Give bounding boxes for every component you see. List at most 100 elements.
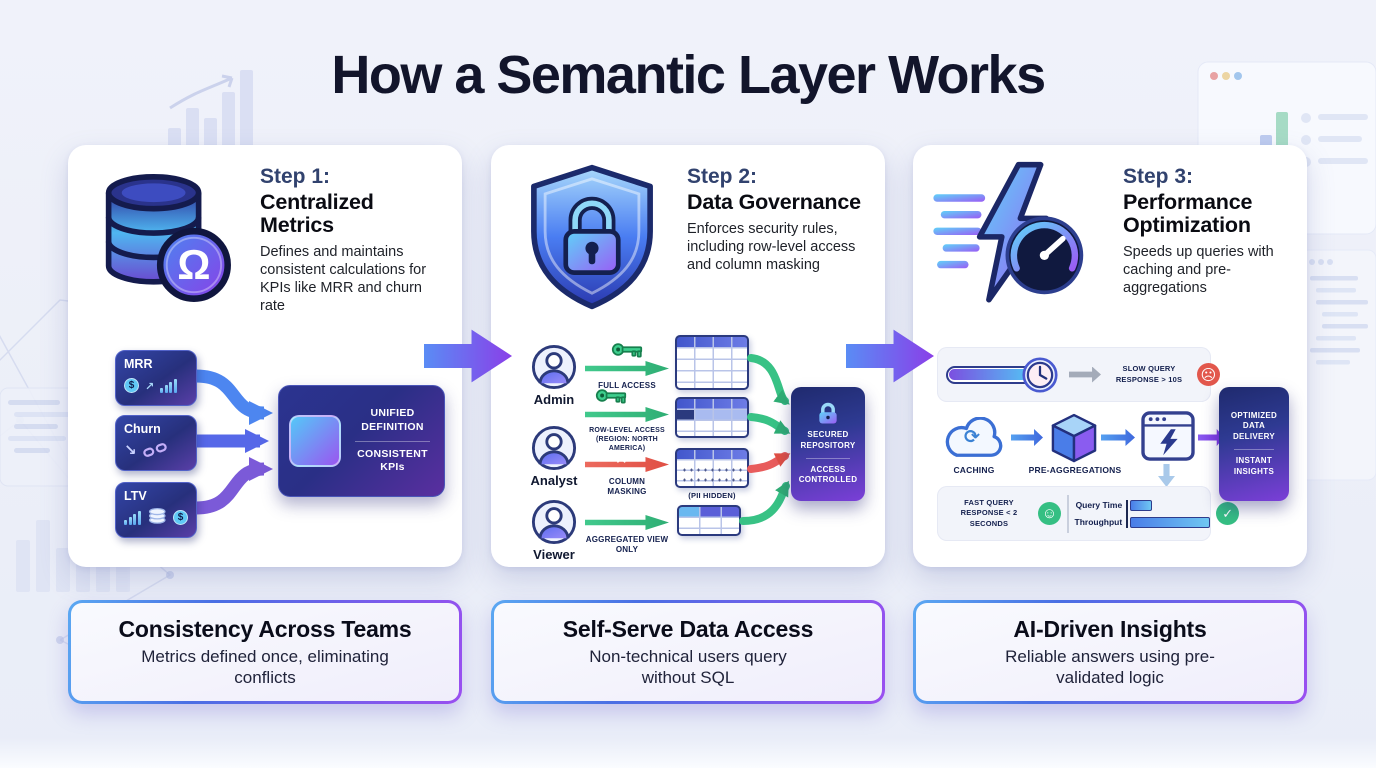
trend-down-icon: ↘ bbox=[124, 442, 137, 459]
optimized-title: OPTIMIZED DATA DELIVERY bbox=[1230, 410, 1278, 442]
broken-link-icon bbox=[142, 443, 167, 457]
benefit-card-ai-insights: AI-Driven Insights Reliable answers usin… bbox=[913, 600, 1307, 704]
blocked-cross-icon: ✕ bbox=[615, 451, 628, 468]
query-time-bar bbox=[1130, 499, 1153, 511]
dollar-coin-icon: $ bbox=[124, 378, 139, 393]
shield-lock-icon bbox=[517, 161, 667, 313]
check-icon: ✓ bbox=[1216, 502, 1240, 525]
gradient-square-icon bbox=[289, 415, 341, 467]
sad-face-icon: ☹ bbox=[1197, 363, 1220, 386]
benefit-card-consistency: Consistency Across Teams Metrics defined… bbox=[68, 600, 462, 704]
flow-arrow-icon bbox=[1011, 429, 1043, 446]
role-name-admin: Admin bbox=[533, 392, 575, 407]
benefit-title: Self-Serve Data Access bbox=[562, 616, 814, 643]
step-1-title: Centralized Metrics bbox=[260, 190, 374, 238]
padlock-icon bbox=[819, 402, 837, 424]
bar-chart-icon bbox=[124, 511, 141, 525]
caching-label: CACHING bbox=[953, 465, 995, 475]
benefit-title: Consistency Across Teams bbox=[118, 616, 412, 643]
slow-query-panel: SLOW QUERY RESPONSE > 10s ☹ bbox=[937, 347, 1220, 402]
divider bbox=[1067, 494, 1069, 533]
fast-query-panel: FAST QUERY RESPONSE < 2 SECONDS ☺ Query … bbox=[937, 486, 1240, 541]
aggregated-table-icon bbox=[677, 505, 741, 536]
step-1-label: Step 1: bbox=[260, 165, 331, 188]
access-key-icon bbox=[611, 341, 643, 358]
benefit-title: AI-Driven Insights bbox=[1013, 616, 1207, 643]
fast-query-label: FAST QUERY RESPONSE < 2 SECONDS bbox=[960, 498, 1018, 528]
role-name-analyst: Analyst bbox=[530, 473, 578, 488]
full-table-icon bbox=[675, 335, 749, 390]
row-filtered-table-icon bbox=[675, 397, 749, 438]
loading-progress-bar bbox=[946, 356, 1062, 393]
bar-chart-icon bbox=[160, 379, 177, 393]
benefit-card-self-serve: Self-Serve Data Access Non-technical use… bbox=[491, 600, 885, 704]
masked-table-icon bbox=[675, 448, 749, 488]
down-arrow-icon bbox=[1158, 464, 1175, 487]
repository-title: SECURED REPOSITORY bbox=[800, 429, 856, 450]
full-access-arrow bbox=[585, 361, 669, 376]
step-2-description: Enforces security rules, including row-l… bbox=[687, 221, 856, 274]
step-2-header: Step 2: Data Governance Enforces securit… bbox=[687, 165, 875, 275]
cloud-caching-icon: ⟳ bbox=[943, 416, 1007, 461]
benefit-description: Non-technical users query without SQL bbox=[589, 647, 787, 687]
page-title: How a Semantic Layer Works bbox=[331, 45, 1046, 105]
unified-definition-box: UNIFIED DEFINITION CONSISTENT KPIs bbox=[278, 385, 445, 497]
optimized-delivery-box: OPTIMIZED DATA DELIVERY INSTANT INSIGHTS bbox=[1219, 387, 1289, 501]
full-access-label: FULL ACCESS bbox=[598, 381, 656, 390]
lightning-speedometer-icon bbox=[921, 161, 1103, 309]
row-level-access-arrow bbox=[585, 407, 669, 422]
step-3-description: Speeds up queries with caching and pre-a… bbox=[1123, 244, 1274, 297]
metric-chip-churn: Churn ↘ bbox=[115, 415, 197, 471]
row-level-access-label: ROW-LEVEL ACCESS (REGION: NORTH AMERICA) bbox=[589, 427, 665, 453]
clock-icon bbox=[1022, 356, 1058, 393]
repository-subtitle: ACCESS CONTROLLED bbox=[798, 464, 858, 485]
pre-aggregations-cube-icon bbox=[1051, 413, 1097, 465]
step-card-performance-optimization: Step 3: Performance Optimization Speeds … bbox=[913, 145, 1307, 567]
divider bbox=[355, 440, 430, 442]
database-omega-icon: Ω bbox=[88, 159, 238, 309]
secured-repository-box: SECURED REPOSITORY ACCESS CONTROLLED bbox=[791, 387, 865, 501]
throughput-bar bbox=[1130, 516, 1211, 528]
analyst-avatar-icon bbox=[531, 425, 577, 471]
divider bbox=[806, 457, 850, 459]
aggregated-view-arrow bbox=[585, 515, 669, 530]
omega-glyph: Ω bbox=[177, 242, 210, 288]
divider bbox=[1233, 448, 1275, 450]
bottom-strip bbox=[0, 738, 1376, 768]
admin-avatar-icon bbox=[531, 344, 577, 390]
query-metrics-chart: Query Time Throughput bbox=[1074, 499, 1211, 528]
step-3-header: Step 3: Performance Optimization Speeds … bbox=[1123, 165, 1301, 298]
step-3-label: Step 3: bbox=[1123, 165, 1194, 188]
masked-cells bbox=[679, 462, 745, 484]
throughput-label: Throughput bbox=[1074, 517, 1123, 527]
unified-subtitle: CONSISTENT KPIs bbox=[357, 447, 428, 474]
metric-label: MRR bbox=[124, 357, 153, 371]
step-2-label: Step 2: bbox=[687, 165, 758, 188]
query-time-label: Query Time bbox=[1075, 500, 1123, 510]
flow-arrow-icon bbox=[1101, 429, 1135, 446]
viewer-avatar-icon bbox=[531, 499, 577, 545]
refresh-icon: ⟳ bbox=[964, 427, 980, 448]
metric-label: LTV bbox=[124, 489, 147, 503]
coins-icon bbox=[148, 507, 166, 524]
step-3-title: Performance Optimization bbox=[1123, 190, 1253, 238]
dollar-coin-icon: $ bbox=[173, 510, 188, 525]
aggregated-view-label: AGGREGATED VIEW ONLY bbox=[585, 535, 669, 555]
trend-up-icon: ↗ bbox=[145, 381, 155, 393]
pre-aggregations-label: PRE-AGGREGATIONS bbox=[1028, 465, 1122, 475]
column-masking-label: COLUMN MASKING bbox=[607, 477, 647, 497]
slow-query-label: SLOW QUERY RESPONSE > 10s bbox=[1115, 364, 1183, 384]
step-card-centralized-metrics: Ω Step 1: Centralized Metrics Defines an… bbox=[68, 145, 462, 567]
unified-title: UNIFIED DEFINITION bbox=[361, 407, 424, 433]
step-1-header: Step 1: Centralized Metrics Defines and … bbox=[260, 165, 450, 316]
fast-app-window-icon bbox=[1141, 411, 1195, 461]
gray-arrow-icon bbox=[1069, 366, 1101, 383]
step-1-description: Defines and maintains consistent calcula… bbox=[260, 244, 427, 315]
access-key-icon bbox=[595, 387, 627, 404]
metric-chip-mrr: MRR $ ↗ bbox=[115, 350, 197, 406]
metric-label: Churn bbox=[124, 422, 161, 436]
role-name-viewer: Viewer bbox=[533, 547, 575, 562]
smile-face-icon: ☺ bbox=[1038, 502, 1061, 525]
benefit-description: Reliable answers using pre-validated log… bbox=[1005, 647, 1215, 687]
